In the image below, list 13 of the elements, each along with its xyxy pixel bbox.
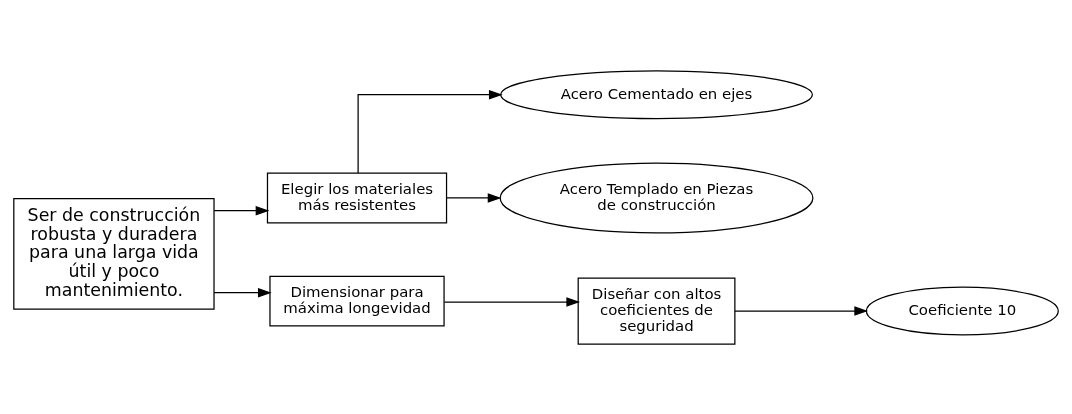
arrow xyxy=(734,305,869,316)
arrow xyxy=(357,89,503,174)
node-ellipse: Acero Cementado en ejes xyxy=(500,69,813,119)
arrow xyxy=(213,205,270,215)
node-box: Elegir los materiales más resistentes xyxy=(266,171,448,223)
arrow xyxy=(213,287,272,298)
node-ellipse: Coeficiente 10 xyxy=(865,286,1059,336)
arrow xyxy=(443,296,581,307)
arrow xyxy=(446,192,502,203)
node-box: Ser de construcción robusta y duradera para una larga vida útil y poco mantenimiento. xyxy=(13,197,215,310)
node-box: Diseñar con altos coeficientes de seguridad xyxy=(577,277,736,345)
node-box: Dimensionar para máxima longevidad xyxy=(269,275,445,327)
node-ellipse: Acero Templado en Piezas de construcción xyxy=(499,161,814,233)
